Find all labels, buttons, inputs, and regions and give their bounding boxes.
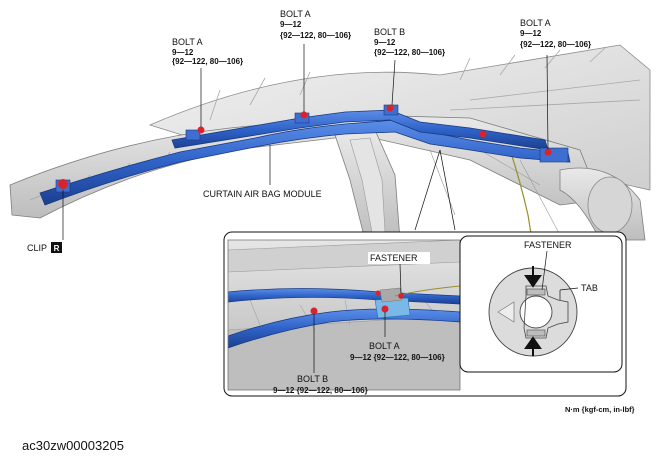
inset-clip-marker <box>375 290 381 296</box>
inset-bolt-a-torque: 9—12 {92—122, 80—106} <box>350 353 445 362</box>
inset-bolt-a-marker <box>381 305 389 313</box>
bolt-a-center-torque-kgf: {92—122, 80—106} <box>280 31 351 40</box>
clip-badge-box <box>51 242 62 253</box>
label-bolt-a-right: BOLT A 9—12 {92—122, 80—106} <box>520 18 591 49</box>
vehicle-body-structure <box>9 44 651 241</box>
label-bolt-b-top: BOLT B 9—12 {92—122, 80—106} <box>374 27 445 57</box>
inset-leader-lines <box>313 263 402 373</box>
bolt-markers <box>58 104 552 189</box>
inset-bolt-b-torque: 9—12 {92—122, 80—106} <box>273 386 368 395</box>
inset-bolt-a-title: BOLT A <box>369 341 400 351</box>
inset-bolt-b-label: BOLT B 9—12 {92—122, 80—106} <box>273 374 368 395</box>
bolt-a-2-marker <box>300 111 308 119</box>
fastener-section-view: FASTENER TAB <box>459 235 623 373</box>
bolt-b-top-title: BOLT B <box>374 27 405 37</box>
torque-units-note: N·m {kgf-cm, in-lbf} <box>565 405 635 414</box>
bolt-b-1-marker <box>386 104 394 112</box>
clip-label: CLIP R <box>27 242 62 253</box>
bolt-a-left-torque-kgf: {92—122, 80—106} <box>172 57 243 66</box>
label-bolt-a-center: BOLT A 9—12 {92—122, 80—106} <box>280 9 351 40</box>
bolt-a-1-marker <box>197 126 205 134</box>
bolt-a-right-title: BOLT A <box>520 18 551 28</box>
inset-fastener-marker <box>398 293 404 299</box>
clip-label-text: CLIP <box>27 243 47 253</box>
inset-fastener-label: FASTENER <box>370 253 418 263</box>
inset-bolt-b-title: BOLT B <box>297 374 328 384</box>
label-bolt-a-left: BOLT A 9—12 {92—122, 80—106} <box>172 37 243 66</box>
bolt-a-3-marker <box>544 148 552 156</box>
bolt-a-left-title: BOLT A <box>172 37 203 47</box>
section-tab-label: TAB <box>581 283 598 293</box>
bolt-a-center-title: BOLT A <box>280 9 311 19</box>
fastener-label-bg <box>368 252 430 264</box>
clip-badge-letter: R <box>54 244 60 253</box>
bolt-b-top-torque-nm: 9—12 <box>374 38 396 47</box>
main-leader-lines <box>62 44 549 240</box>
figure-id-caption: ac30zw00003205 <box>22 438 124 453</box>
section-fastener-label: FASTENER <box>524 240 572 250</box>
bolt-b-2-marker <box>479 130 487 138</box>
bolt-b-top-torque-kgf: {92—122, 80—106} <box>374 48 445 57</box>
clip-marker <box>58 179 68 189</box>
curtain-air-bag-module <box>39 104 571 206</box>
inset-bolt-b-marker <box>310 307 318 315</box>
inset-bolt-a-label: BOLT A 9—12 {92—122, 80—106} <box>350 341 445 362</box>
bolt-a-right-torque-kgf: {92—122, 80—106} <box>520 40 591 49</box>
curtain-air-bag-module-label: CURTAIN AIR BAG MODULE <box>203 189 322 199</box>
bolt-a-right-torque-nm: 9—12 <box>520 29 542 38</box>
detail-inset: FASTENER BOLT A 9—12 {92—122, 80—106} BO… <box>223 231 627 397</box>
bolt-a-left-torque-nm: 9—12 <box>172 48 194 57</box>
bolt-a-center-torque-nm: 9—12 <box>280 20 302 29</box>
